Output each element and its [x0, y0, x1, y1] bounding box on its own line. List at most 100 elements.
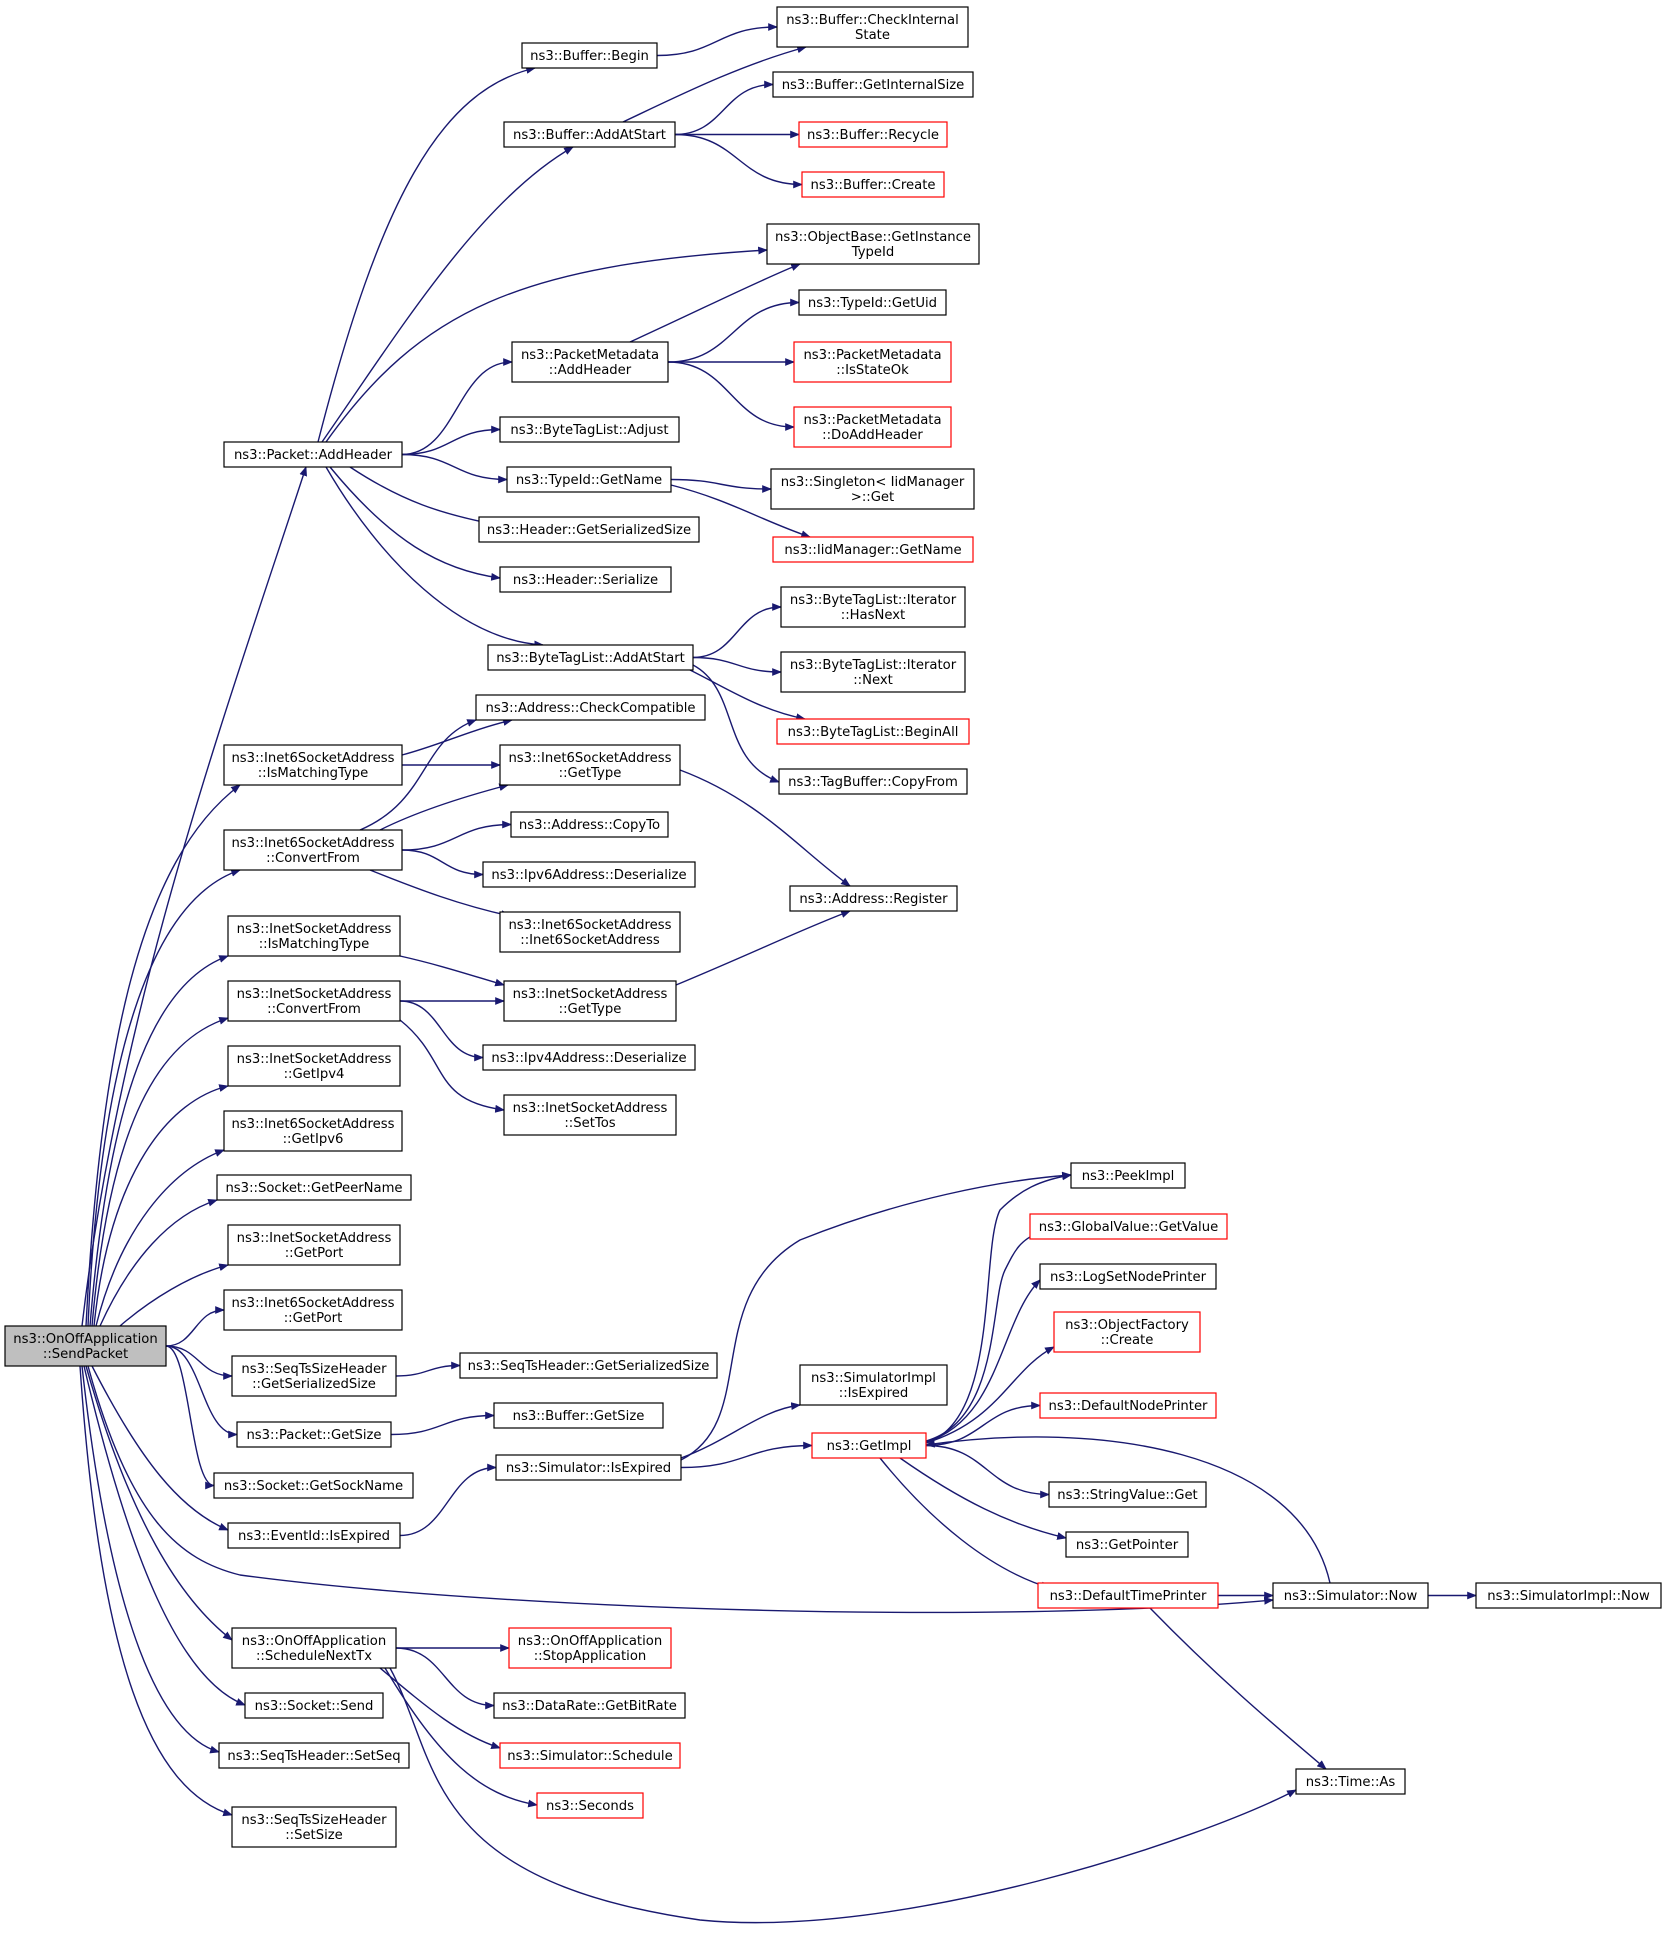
node-buffer-get-internal-size[interactable]: ns3::Buffer::GetInternalSize [772, 71, 974, 98]
node-socket-send[interactable]: ns3::Socket::Send [244, 1692, 384, 1719]
edge-inet6_get_type-to-address_register [679, 769, 851, 887]
node-packet-metadata-is-state-ok[interactable]: ns3::PacketMetadata::IsStateOk [793, 341, 952, 383]
node-label-line: ns3::Simulator::IsExpired [506, 1461, 671, 1476]
node-label-line: ns3::Packet::GetSize [246, 1428, 381, 1443]
edge-typeid_get_name-to-singleton_get [670, 478, 772, 493]
node-simulator-schedule[interactable]: ns3::Simulator::Schedule [499, 1742, 681, 1769]
node-socket-get-sock-name[interactable]: ns3::Socket::GetSockName [213, 1472, 414, 1499]
node-singleton-get[interactable]: ns3::Singleton< IidManager>::Get [770, 468, 975, 510]
node-bytetaglist-begin-all[interactable]: ns3::ByteTagList::BeginAll [776, 718, 970, 745]
node-typeid-get-uid[interactable]: ns3::TypeId::GetUid [798, 289, 947, 316]
node-label-line: ns3::ByteTagList::Iterator [790, 593, 957, 608]
node-socket-get-peer-name[interactable]: ns3::Socket::GetPeerName [216, 1174, 412, 1201]
node-packet-metadata-add-header[interactable]: ns3::PacketMetadata::AddHeader [511, 341, 669, 383]
node-time-as[interactable]: ns3::Time::As [1295, 1768, 1406, 1795]
node-seqtssizeheader-get-serialized-size[interactable]: ns3::SeqTsSizeHeader::GetSerializedSize [231, 1355, 397, 1397]
node-bytetaglist-add-at-start[interactable]: ns3::ByteTagList::AddAtStart [487, 644, 694, 671]
node-iidmanager-get-name[interactable]: ns3::IidManager::GetName [772, 536, 974, 563]
node-simulator-now[interactable]: ns3::Simulator::Now [1272, 1582, 1429, 1609]
node-inet6-get-ipv6[interactable]: ns3::Inet6SocketAddress::GetIpv6 [223, 1110, 403, 1152]
node-address-check-compatible[interactable]: ns3::Address::CheckCompatible [475, 694, 706, 721]
node-label-line: ns3::SeqTsSizeHeader [241, 1362, 387, 1377]
node-label-line: ns3::ByteTagList::AddAtStart [496, 651, 685, 666]
node-simulatorimpl-now[interactable]: ns3::SimulatorImpl::Now [1475, 1582, 1662, 1609]
node-ipv6address-deserialize[interactable]: ns3::Ipv6Address::Deserialize [482, 861, 696, 888]
node-get-pointer[interactable]: ns3::GetPointer [1065, 1531, 1189, 1558]
node-buffer-get-size[interactable]: ns3::Buffer::GetSize [493, 1402, 664, 1429]
node-label-line: ns3::LogSetNodePrinter [1050, 1270, 1207, 1285]
node-inet-get-port[interactable]: ns3::InetSocketAddress::GetPort [227, 1224, 401, 1266]
node-header-get-serialized-size[interactable]: ns3::Header::GetSerializedSize [478, 516, 700, 543]
node-inet-set-tos[interactable]: ns3::InetSocketAddress::SetTos [503, 1094, 677, 1136]
node-globalvalue-get-value[interactable]: ns3::GlobalValue::GetValue [1029, 1213, 1228, 1240]
node-label-line: ns3::SimulatorImpl [811, 1371, 936, 1386]
node-datarate-get-bit-rate[interactable]: ns3::DataRate::GetBitRate [493, 1692, 686, 1719]
node-bytetaglist-iterator-next[interactable]: ns3::ByteTagList::Iterator::Next [780, 651, 966, 693]
node-simulator-is-expired[interactable]: ns3::Simulator::IsExpired [495, 1454, 682, 1481]
node-eventid-is-expired[interactable]: ns3::EventId::IsExpired [227, 1522, 401, 1549]
node-box [772, 71, 974, 98]
node-packet-get-size[interactable]: ns3::Packet::GetSize [236, 1421, 392, 1448]
node-label-line: ns3::SeqTsHeader::SetSeq [227, 1749, 400, 1764]
node-box [780, 651, 966, 693]
node-default-node-printer[interactable]: ns3::DefaultNodePrinter [1039, 1392, 1217, 1419]
node-inet-convert-from[interactable]: ns3::InetSocketAddress::ConvertFrom [227, 980, 401, 1022]
node-ipv4address-deserialize[interactable]: ns3::Ipv4Address::Deserialize [482, 1044, 696, 1071]
node-box [1070, 1162, 1186, 1189]
node-box [776, 718, 970, 745]
edge-send_packet-to-inet_is_matching_type [89, 955, 229, 1327]
node-inet-get-ipv4[interactable]: ns3::InetSocketAddress::GetIpv4 [227, 1045, 401, 1087]
node-tagbuffer-copy-from[interactable]: ns3::TagBuffer::CopyFrom [778, 768, 968, 795]
node-buffer-recycle[interactable]: ns3::Buffer::Recycle [798, 121, 948, 148]
node-peek-impl[interactable]: ns3::PeekImpl [1070, 1162, 1186, 1189]
node-packet-add-header[interactable]: ns3::Packet::AddHeader [223, 441, 403, 468]
node-stringvalue-get[interactable]: ns3::StringValue::Get [1048, 1481, 1207, 1508]
node-inet-is-matching-type[interactable]: ns3::InetSocketAddress::IsMatchingType [227, 915, 401, 957]
node-bytetaglist-iterator-has-next[interactable]: ns3::ByteTagList::Iterator::HasNext [780, 586, 966, 628]
node-label-line: ::SendPacket [43, 1347, 128, 1362]
node-label-line: ::ConvertFrom [266, 851, 360, 866]
node-typeid-get-name[interactable]: ns3::TypeId::GetName [506, 466, 672, 493]
node-inet6-get-port[interactable]: ns3::Inet6SocketAddress::GetPort [223, 1289, 403, 1331]
node-inet-get-type[interactable]: ns3::InetSocketAddress::GetType [503, 980, 677, 1022]
node-buffer-create[interactable]: ns3::Buffer::Create [801, 171, 945, 198]
node-address-register[interactable]: ns3::Address::Register [789, 885, 958, 912]
node-seqtsheader-get-serialized-size[interactable]: ns3::SeqTsHeader::GetSerializedSize [459, 1352, 718, 1379]
node-buffer-add-at-start[interactable]: ns3::Buffer::AddAtStart [503, 121, 676, 148]
node-label-line: ::Next [853, 673, 893, 688]
node-schedule-next-tx[interactable]: ns3::OnOffApplication::ScheduleNextTx [231, 1627, 397, 1669]
node-inet6-ctor[interactable]: ns3::Inet6SocketAddress::Inet6SocketAddr… [499, 911, 681, 953]
node-header-serialize[interactable]: ns3::Header::Serialize [499, 566, 672, 593]
node-inet6-convert-from[interactable]: ns3::Inet6SocketAddress::ConvertFrom [223, 829, 403, 871]
node-simulatorimpl-is-expired[interactable]: ns3::SimulatorImpl::IsExpired [799, 1364, 948, 1406]
node-buffer-begin[interactable]: ns3::Buffer::Begin [521, 42, 658, 69]
node-log-set-node-printer[interactable]: ns3::LogSetNodePrinter [1039, 1263, 1217, 1290]
node-label-line: ns3::Inet6SocketAddress [231, 751, 394, 766]
node-box [482, 1044, 696, 1071]
node-inet6-is-matching-type[interactable]: ns3::Inet6SocketAddress::IsMatchingType [223, 744, 403, 786]
node-address-copy-to[interactable]: ns3::Address::CopyTo [510, 811, 669, 838]
edge-seqtssizeheader_get_serialized_size-to-seqtsheader_get_serialized_size [395, 1361, 461, 1377]
node-seqtssizeheader-set-size[interactable]: ns3::SeqTsSizeHeader::SetSize [231, 1806, 397, 1848]
node-stop-application[interactable]: ns3::OnOffApplication::StopApplication [508, 1627, 672, 1669]
node-label-line: ns3::Seconds [546, 1799, 634, 1814]
node-packet-metadata-do-add-header[interactable]: ns3::PacketMetadata::DoAddHeader [793, 406, 952, 448]
edge-send_packet-to-eventid_is_expired [91, 1365, 229, 1531]
node-inet6-get-type[interactable]: ns3::Inet6SocketAddress::GetType [499, 744, 681, 786]
node-box [1053, 1311, 1201, 1353]
node-bytetaglist-adjust[interactable]: ns3::ByteTagList::Adjust [499, 416, 680, 443]
node-box [227, 1045, 401, 1087]
node-send-packet[interactable]: ns3::OnOffApplication::SendPacket [4, 1325, 167, 1367]
node-label-line: ns3::TagBuffer::CopyFrom [788, 775, 958, 790]
node-seconds[interactable]: ns3::Seconds [536, 1792, 644, 1819]
node-objectfactory-create[interactable]: ns3::ObjectFactory::Create [1053, 1311, 1201, 1353]
node-label-line: ns3::TypeId::GetUid [808, 296, 937, 311]
node-seqtsheader-set-seq[interactable]: ns3::SeqTsHeader::SetSeq [218, 1742, 410, 1769]
node-box [799, 1364, 948, 1406]
node-box [213, 1472, 414, 1499]
node-default-time-printer[interactable]: ns3::DefaultTimePrinter [1037, 1582, 1219, 1609]
edge-bytetaglist_add_at_start-to-tagbuffer_copy_from [692, 664, 780, 783]
node-get-impl[interactable]: ns3::GetImpl [811, 1432, 927, 1459]
